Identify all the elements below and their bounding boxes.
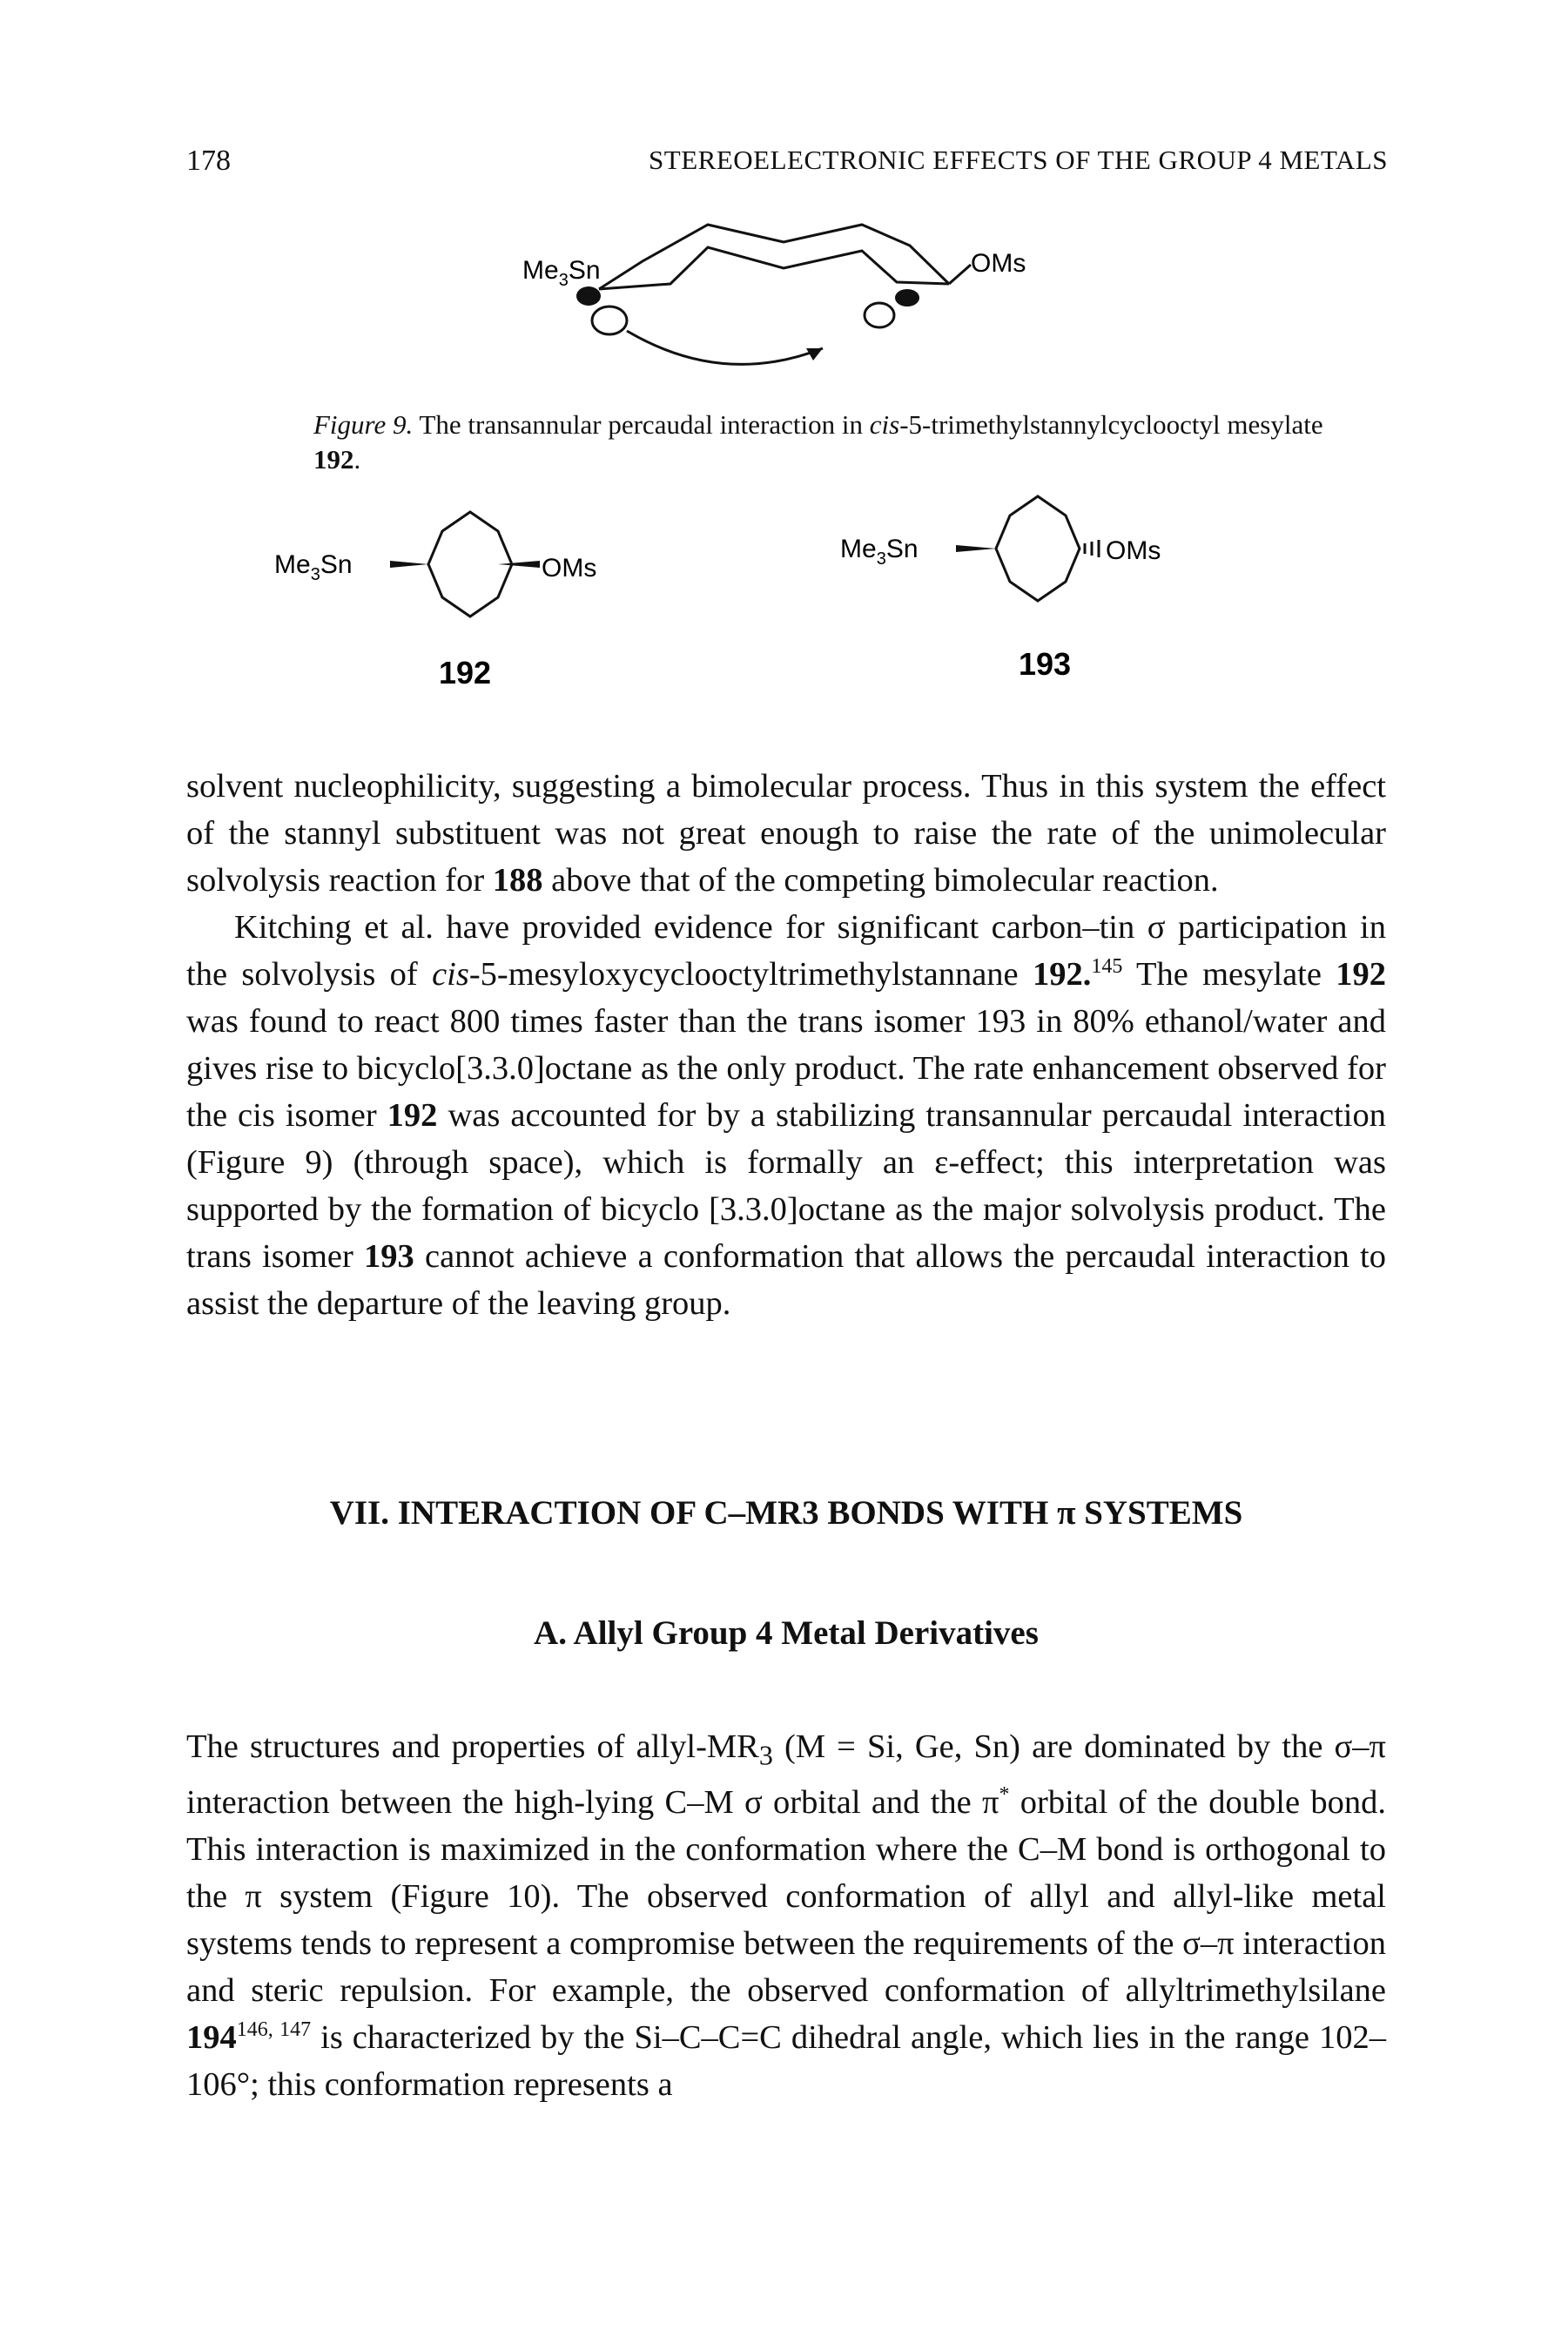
subsection-heading: A. Allyl Group 4 Metal Derivatives — [534, 1614, 1039, 1652]
caption-text: The transannular percaudal interaction i… — [419, 409, 870, 440]
body-text-bottom: The structures and properties of allyl-M… — [186, 1723, 1386, 2108]
caption-period: . — [353, 444, 361, 475]
fig9-orbital-right — [863, 301, 896, 329]
figure-9-drawing: Me3Sn OMs — [522, 223, 1026, 366]
compounds-drawing: Me3Sn OMs 192 Me3Sn OMs 193 — [274, 495, 1161, 690]
fig9-orbital-right-filled — [895, 289, 919, 307]
section-heading: VII. INTERACTION OF C–MR3 BONDS WITH π S… — [329, 1494, 1243, 1532]
c193-left-group: Me3Sn — [840, 535, 919, 569]
caption-label: Figure 9. — [313, 409, 414, 440]
caption-text-2: -5-trimethylstannylcyclooctyl mesylate — [899, 409, 1323, 440]
figure-9: Me3Sn OMs — [488, 200, 1097, 396]
c192-right-group: OMs — [542, 554, 596, 583]
c193-ring — [994, 495, 1081, 603]
body-text-top: solvent nucleophilicity, suggesting a bi… — [186, 763, 1386, 1327]
compound-number-193: 193 — [1019, 646, 1071, 682]
page-number: 178 — [186, 145, 231, 177]
c193-hash-bond — [1083, 540, 1100, 557]
caption-italic: cis — [869, 409, 900, 440]
c192-left-group: Me3Sn — [274, 550, 353, 584]
compound-structures: Me3Sn OMs 192 Me3Sn OMs 193 — [252, 470, 1315, 731]
caption-compound: 192 — [313, 444, 354, 475]
fig9-arrow-head — [806, 348, 823, 360]
c192-wedge-right — [498, 561, 540, 568]
figure-9-caption: Figure 9. The transannular percaudal int… — [313, 408, 1358, 477]
page-header: 178 STEREOELECTRONIC EFFECTS OF THE GROU… — [186, 145, 1388, 188]
fig9-orbital-filled — [576, 286, 601, 306]
paragraph-3: The structures and properties of allyl-M… — [186, 1728, 1387, 2103]
fig9-orbital-left — [590, 305, 629, 336]
fig9-ring-bottom — [598, 246, 950, 291]
compound-number-192: 192 — [439, 655, 491, 690]
paragraph-2: Kitching et al. have provided evidence f… — [186, 909, 1387, 1322]
paragraph-1: solvent nucleophilicity, suggesting a bi… — [186, 768, 1386, 899]
c193-right-group: OMs — [1106, 536, 1161, 565]
fig9-right-group: OMs — [971, 249, 1026, 278]
fig9-ring-top — [598, 223, 951, 291]
fig9-oms-bond — [948, 263, 972, 286]
running-title: STEREOELECTRONIC EFFECTS OF THE GROUP 4 … — [649, 145, 1388, 175]
c192-wedge-left — [390, 561, 428, 568]
fig9-left-group: Me3Sn — [522, 256, 601, 290]
fig9-curved-arrow — [626, 329, 824, 366]
c192-ring — [427, 510, 514, 618]
c193-wedge-left — [956, 545, 996, 552]
